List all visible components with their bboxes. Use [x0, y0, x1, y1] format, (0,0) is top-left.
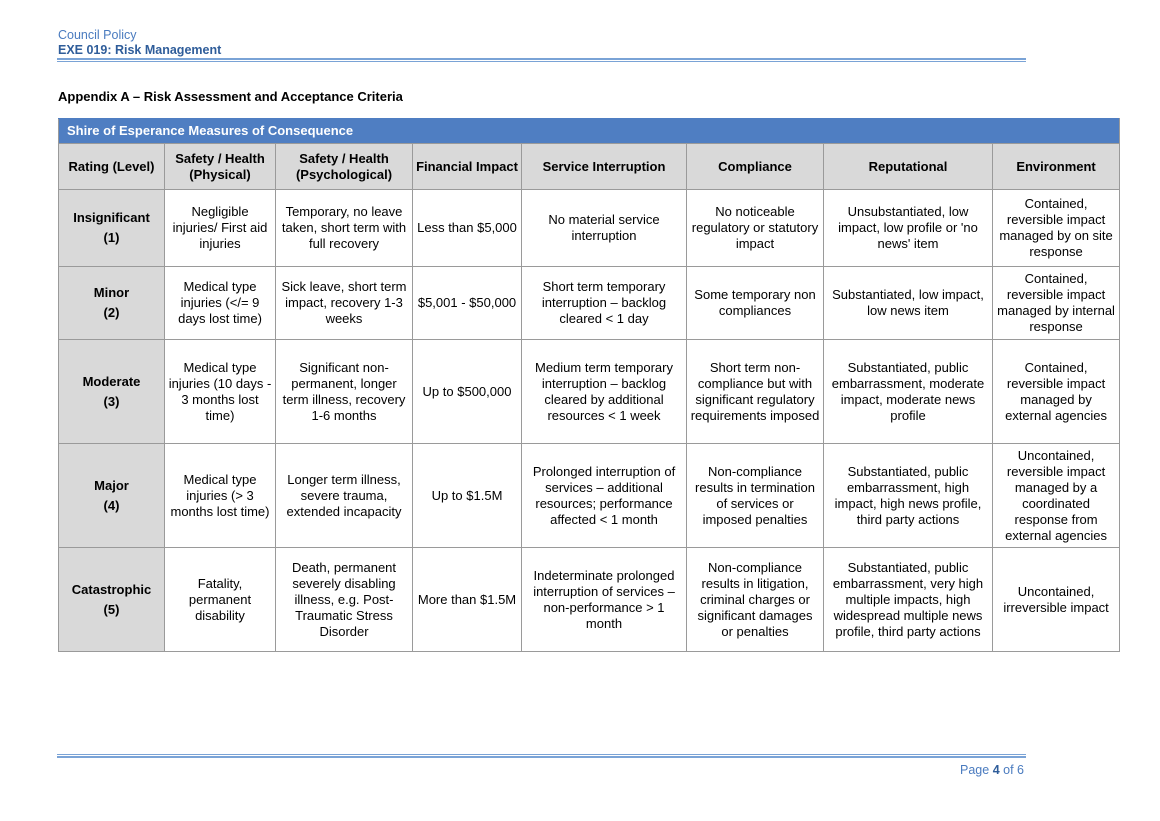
rating-level-cell: Insignificant (1) — [58, 189, 165, 267]
environment-cell: Uncontained, irreversible impact — [991, 547, 1121, 652]
environment-cell: Contained, reversible impact managed by … — [991, 189, 1121, 267]
psychological-cell: Death, permanent severely disabling illn… — [275, 547, 413, 652]
financial-cell: More than $1.5M — [412, 547, 522, 652]
table-row: Catastrophic (5) Fatality, permanent disab… — [58, 547, 1121, 652]
environment-cell: Contained, reversible impact managed by … — [991, 266, 1121, 340]
page-current: 4 — [992, 763, 1000, 777]
service-cell: Prolonged interruption of services – add… — [521, 443, 687, 548]
financial-cell: Up to $500,000 — [412, 339, 522, 444]
reputational-cell: Substantiated, public embarrassment, hig… — [823, 443, 993, 548]
column-header: Service Interruption — [521, 143, 687, 190]
service-cell: Short term temporary interruption – back… — [521, 266, 687, 340]
document-header: Council Policy EXE 019: Risk Management — [58, 28, 221, 57]
appendix-title: Appendix A – Risk Assessment and Accepta… — [58, 89, 403, 104]
header-rule — [57, 58, 1026, 62]
column-header: Environment — [991, 143, 1121, 190]
rating-level-cell: Major (4) — [58, 443, 165, 548]
column-header: Rating (Level) — [58, 143, 165, 190]
column-header: Safety / Health (Psychological) — [275, 143, 413, 190]
environment-cell: Contained, reversible impact managed by … — [991, 339, 1121, 444]
consequence-table: Shire of Esperance Measures of Consequen… — [57, 118, 1121, 652]
table-row: Minor (2) Medical type injuries (</= 9 day… — [58, 266, 1121, 340]
table-row: Major (4) Medical type injuries (> 3 month… — [58, 443, 1121, 548]
rating-label: Catastrophic — [71, 581, 152, 597]
page-prefix: Page — [960, 763, 990, 777]
service-cell: Medium term temporary interruption – bac… — [521, 339, 687, 444]
psychological-cell: Sick leave, short term impact, recovery … — [275, 266, 413, 340]
physical-cell: Medical type injuries (</= 9 days lost t… — [164, 266, 276, 340]
rating-label: Minor — [93, 285, 130, 300]
reputational-cell: Substantiated, public embarrassment, mod… — [823, 339, 993, 444]
compliance-cell: No noticeable regulatory or statutory im… — [686, 189, 824, 267]
rating-level: (4) — [103, 497, 120, 513]
compliance-cell: Short term non-compliance but with signi… — [686, 339, 824, 444]
physical-cell: Fatality, permanent disability — [164, 547, 276, 652]
page-number: Page 4 of 6 — [960, 763, 1024, 777]
psychological-cell: Temporary, no leave taken, short term wi… — [275, 189, 413, 267]
rating-label: Major — [94, 477, 129, 493]
financial-cell: Up to $1.5M — [412, 443, 522, 548]
service-cell: No material service interruption — [521, 189, 687, 267]
column-header: Financial Impact — [412, 143, 522, 190]
rating-label: Insignificant — [73, 210, 150, 225]
table-header-row: Rating (Level) Safety / Health (Physical… — [58, 143, 1121, 190]
physical-cell: Negligible injuries/ First aid injuries — [164, 189, 276, 267]
column-header: Reputational — [823, 143, 993, 190]
compliance-cell: Some temporary non compliances — [686, 266, 824, 340]
page-total: of 6 — [1003, 763, 1024, 777]
table-row: Insignificant (1) Negligible injuries/ Fir… — [58, 189, 1121, 267]
environment-cell: Uncontained, reversible impact managed b… — [991, 443, 1121, 548]
rating-level: (5) — [103, 601, 120, 617]
reputational-cell: Unsubstantiated, low impact, low profile… — [823, 189, 993, 267]
header-policy-title: EXE 019: Risk Management — [58, 43, 222, 57]
financial-cell: Less than $5,000 — [412, 189, 522, 267]
compliance-cell: Non-compliance results in termination of… — [686, 443, 824, 548]
rating-level: (2) — [103, 305, 120, 320]
compliance-cell: Non-compliance results in litigation, cr… — [686, 547, 824, 652]
reputational-cell: Substantiated, public embarrassment, ver… — [823, 547, 993, 652]
physical-cell: Medical type injuries (10 days - 3 month… — [164, 339, 276, 444]
psychological-cell: Significant non-permanent, longer term i… — [275, 339, 413, 444]
rating-level-cell: Minor (2) — [58, 266, 165, 340]
table-row: Moderate (3) Medical type injuries (10 day… — [58, 339, 1121, 444]
column-header: Safety / Health (Physical) — [164, 143, 276, 190]
rating-level: (3) — [103, 393, 120, 409]
rating-level-cell: Catastrophic (5) — [58, 547, 165, 652]
rating-label: Moderate — [82, 373, 141, 389]
rating-level-cell: Moderate (3) — [58, 339, 165, 444]
footer-rule — [57, 754, 1026, 758]
service-cell: Indeterminate prolonged interruption of … — [521, 547, 687, 652]
rating-level: (1) — [103, 230, 120, 245]
header-policy-type: Council Policy — [58, 28, 137, 42]
column-header: Compliance — [686, 143, 824, 190]
psychological-cell: Longer term illness, severe trauma, exte… — [275, 443, 413, 548]
financial-cell: $5,001 - $50,000 — [412, 266, 522, 340]
table-title: Shire of Esperance Measures of Consequen… — [57, 118, 1121, 144]
reputational-cell: Substantiated, low impact, low news item — [823, 266, 993, 340]
physical-cell: Medical type injuries (> 3 months lost t… — [164, 443, 276, 548]
